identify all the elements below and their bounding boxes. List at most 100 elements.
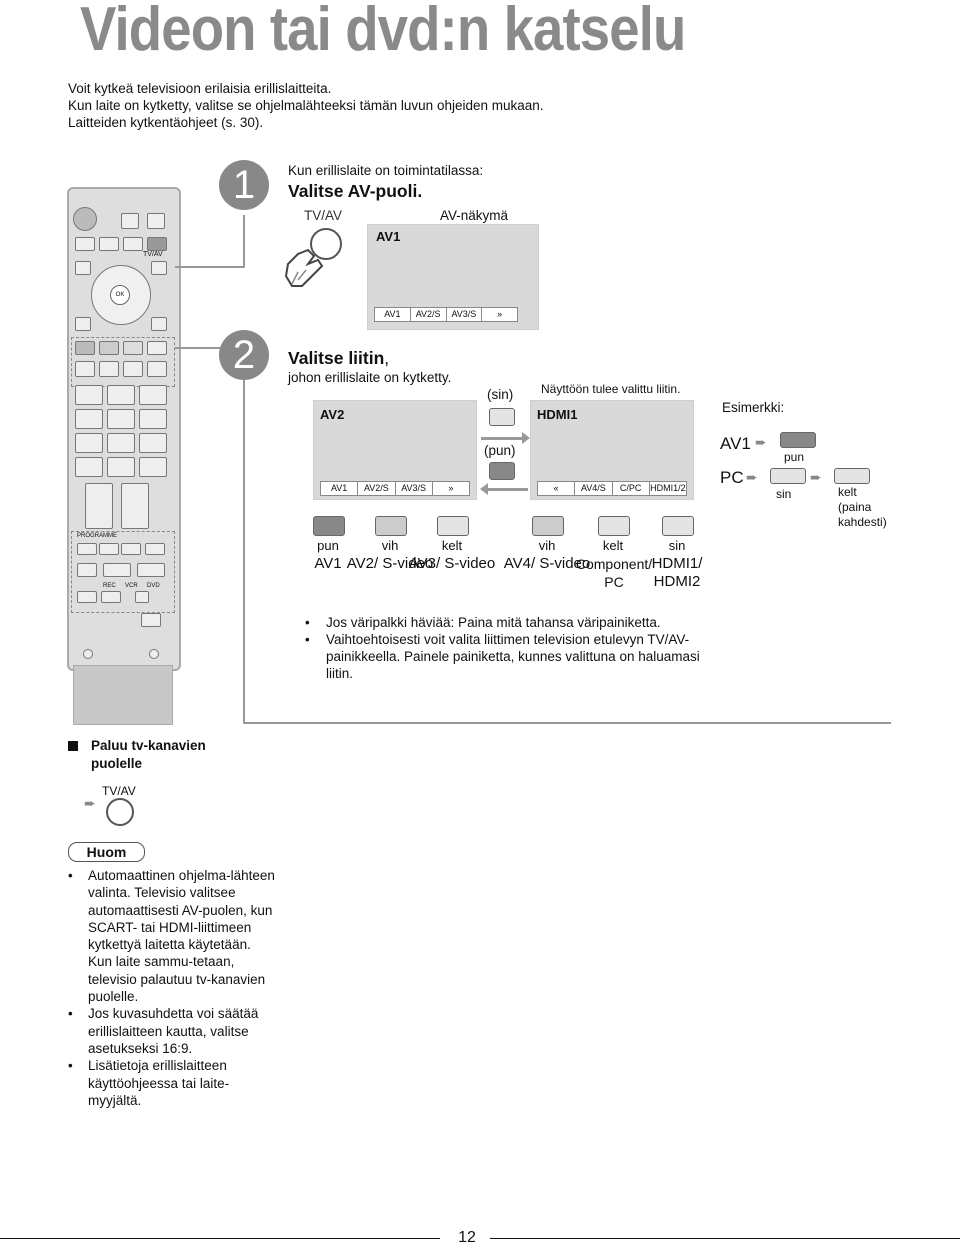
bar-item: » [497, 309, 503, 319]
remote-button [121, 483, 149, 529]
remote-button [101, 591, 121, 603]
note-list: Automaattinen ohjelma-lähteen valinta. T… [68, 867, 278, 1109]
remote-tvav-button [147, 237, 167, 251]
color-button-vih[interactable] [375, 516, 407, 536]
step-2-number: 2 [219, 330, 269, 380]
connector-line [243, 215, 245, 268]
arrow-left-icon [480, 483, 488, 495]
hdmi-screen-preview: HDMI1 « AV4/S C/PC HDMI1/2 [530, 400, 694, 500]
pun-label: (pun) [484, 443, 516, 458]
av-screen-input-bar: AV1 AV2/S AV3/S » [374, 307, 518, 322]
color-button-kelt[interactable] [437, 516, 469, 536]
bullet-dot: • [305, 615, 310, 630]
color-button-pun[interactable] [313, 516, 345, 536]
step-1-heading: Valitse AV-puoli. [288, 181, 423, 201]
bar-item: » [448, 483, 454, 493]
remote-button [75, 457, 103, 477]
example-blue-button [770, 468, 806, 484]
hdmi-screen-caption: Näyttöön tulee valittu liitin. [541, 382, 681, 396]
arrow-icon: ➨ [746, 469, 758, 485]
connector-line [243, 722, 891, 724]
example-pun-label: pun [784, 450, 805, 464]
bar-item: AV1 [375, 308, 411, 321]
remote-button [75, 261, 91, 275]
remote-button [137, 563, 165, 577]
dvd-label: DVD [147, 583, 160, 589]
av2-input-bar: AV1 AV2/S AV3/S » [320, 481, 470, 496]
remote-button [99, 543, 119, 555]
remote-button [139, 457, 167, 477]
note-item: Automaattinen ohjelma-lähteen valinta. T… [68, 867, 278, 1005]
page-title: Videon tai dvd:n katselu [80, 0, 686, 64]
remote-button [151, 317, 167, 331]
step-2-heading-suffix: , [384, 348, 390, 368]
return-tvav-button[interactable] [106, 798, 134, 826]
remote-button [123, 341, 143, 355]
arrow-right-line [481, 437, 525, 440]
hdmi-screen-title: HDMI1 [537, 407, 578, 422]
color-button-sin[interactable] [662, 516, 694, 536]
connector-line [175, 266, 245, 268]
sin-label: (sin) [487, 387, 514, 402]
remote-button [135, 591, 149, 603]
step-2-heading: Valitse liitin, [288, 348, 389, 369]
remote-button [139, 433, 167, 453]
color-label-vih: vih [381, 538, 399, 553]
remote-button [107, 433, 135, 453]
return-button-label: TV/AV [102, 784, 136, 798]
footer-rule-right [490, 1238, 960, 1239]
remote-button [121, 213, 139, 229]
color-button-kelt-2[interactable] [598, 516, 630, 536]
connector-line [243, 347, 245, 722]
bar-item: AV2/S [358, 482, 396, 495]
page-number: 12 [458, 1229, 476, 1246]
remote-button [77, 563, 97, 577]
remote-button [139, 409, 167, 429]
tvav-button[interactable] [310, 228, 342, 260]
step-1-subtitle: Kun erillislaite on toimintatilassa: [288, 163, 484, 178]
remote-button [107, 457, 135, 477]
intro-line-3: Laitteiden kytkentäohjeet (s. 30). [68, 115, 264, 130]
note-label: Huom [68, 842, 145, 862]
color-label-pun: pun [317, 538, 339, 553]
programme-label: PROGRAMME [77, 533, 118, 539]
playback-button-area [71, 531, 175, 613]
step-1-number: 1 [219, 160, 269, 210]
bullet-dot: • [305, 632, 310, 647]
av2-screen-preview: AV2 AV1 AV2/S AV3/S » [313, 400, 477, 500]
remote-button [149, 649, 159, 659]
vcr-label: VCR [125, 583, 138, 589]
remote-button [77, 543, 97, 555]
square-bullet-icon [68, 741, 78, 751]
arrow-right-icon [522, 432, 530, 444]
footer-rule-left [0, 1238, 440, 1239]
remote-button [147, 361, 167, 377]
example-av1: AV1 [720, 434, 751, 453]
color-label-vih-2: vih [538, 538, 556, 553]
bar-item: AV1 [321, 482, 359, 495]
remote-button [75, 409, 103, 429]
bar-item: AV4/S [575, 482, 613, 495]
return-heading: Paluu tv-kanavien puolelle [91, 738, 206, 771]
hdmi-input-bar: « AV4/S C/PC HDMI1/2 [537, 481, 687, 496]
remote-button [99, 361, 119, 377]
arrow-left-line [488, 488, 528, 491]
intro-line-2: Kun laite on kytketty, valitse se ohjelm… [68, 98, 544, 113]
step-1-button-label: TV/AV [304, 208, 343, 223]
av-screen-title: AV1 [376, 229, 401, 244]
example-pc: PC [720, 468, 744, 487]
remote-button [121, 543, 141, 555]
bullet-text-1: Jos väripalkki häviää: Paina mitä tahans… [326, 615, 661, 630]
remote-button [107, 385, 135, 405]
example-kelt-label: kelt [838, 485, 857, 499]
av-screen-caption: AV-näkymä [440, 208, 509, 223]
red-button[interactable] [489, 462, 515, 480]
blue-button[interactable] [489, 408, 515, 426]
color-button-vih-2[interactable] [532, 516, 564, 536]
remote-button [75, 237, 95, 251]
remote-button [107, 409, 135, 429]
arrow-icon: ➨ [84, 795, 96, 811]
remote-button [75, 361, 95, 377]
remote-button [139, 385, 167, 405]
example-red-button [780, 432, 816, 448]
